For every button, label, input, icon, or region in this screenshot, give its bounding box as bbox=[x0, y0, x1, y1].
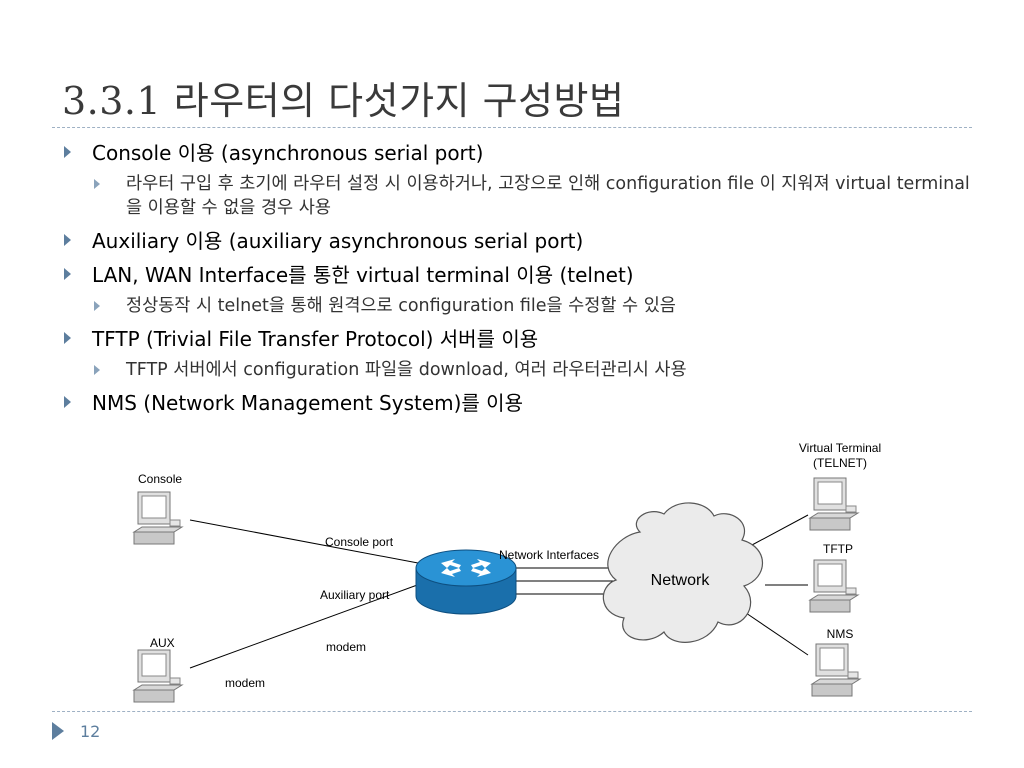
sub-bullet-text: TFTP 서버에서 configuration 파일을 download, 여러… bbox=[126, 360, 687, 380]
bullet-text: LAN, WAN Interface를 통한 virtual terminal … bbox=[92, 263, 634, 287]
bullet-item: NMS (Network Management System)를 이용 bbox=[58, 390, 978, 416]
console-label: Console bbox=[138, 472, 182, 486]
bullet-list: Console 이용 (asynchronous serial port) 라우… bbox=[58, 140, 978, 424]
vt-label-line2: (TELNET) bbox=[813, 456, 867, 470]
vt-label-line1: Virtual Terminal bbox=[799, 441, 881, 455]
auxiliary-port-label: Auxiliary port bbox=[320, 588, 390, 602]
connection-lines bbox=[189, 514, 809, 669]
page-arrow-icon bbox=[52, 722, 64, 740]
bullet-item: LAN, WAN Interface를 통한 virtual terminal … bbox=[58, 262, 978, 318]
network-cloud bbox=[602, 502, 764, 643]
slide-title: 3.3.1 라우터의 다섯가지 구성방법 bbox=[62, 79, 625, 123]
nms-link bbox=[745, 612, 809, 656]
console-cable bbox=[189, 519, 419, 564]
modem-label-upper: modem bbox=[326, 640, 366, 654]
page-number: 12 bbox=[80, 722, 101, 741]
bullet-arrow-icon bbox=[64, 268, 71, 280]
sub-bullet-item: 정상동작 시 telnet을 통해 원격으로 configuration fil… bbox=[92, 294, 978, 318]
bullet-text: TFTP (Trivial File Transfer Protocol) 서버… bbox=[92, 327, 539, 351]
title-divider bbox=[52, 127, 972, 128]
sub-bullet-arrow-icon bbox=[94, 301, 100, 311]
tftp-pc-icon bbox=[809, 559, 859, 613]
aux-label: AUX bbox=[150, 636, 175, 650]
network-interfaces-label: Network Interfaces bbox=[499, 548, 599, 562]
vt-pc-icon bbox=[809, 477, 859, 531]
aux-pc-icon bbox=[133, 649, 183, 703]
bullet-text: Auxiliary 이용 (auxiliary asynchronous ser… bbox=[92, 229, 584, 253]
nms-pc-icon bbox=[811, 643, 861, 697]
bullet-item: Console 이용 (asynchronous serial port) 라우… bbox=[58, 140, 978, 220]
nms-label: NMS bbox=[827, 627, 854, 641]
sub-bullet-item: TFTP 서버에서 configuration 파일을 download, 여러… bbox=[92, 358, 978, 382]
bullet-text: Console 이용 (asynchronous serial port) bbox=[92, 141, 484, 165]
sub-bullet-arrow-icon bbox=[94, 179, 100, 189]
bullet-arrow-icon bbox=[64, 234, 71, 246]
router-icon bbox=[415, 549, 517, 615]
vt-link bbox=[751, 514, 809, 546]
console-port-label: Console port bbox=[325, 535, 394, 549]
sub-bullet-item: 라우터 구입 후 초기에 라우터 설정 시 이용하거나, 고장으로 인해 con… bbox=[92, 172, 978, 220]
sub-bullet-list: 정상동작 시 telnet을 통해 원격으로 configuration fil… bbox=[92, 294, 978, 318]
bullet-item: Auxiliary 이용 (auxiliary asynchronous ser… bbox=[58, 228, 978, 254]
aux-cable bbox=[189, 583, 421, 669]
sub-bullet-text: 정상동작 시 telnet을 통해 원격으로 configuration fil… bbox=[126, 296, 676, 316]
bullet-text: NMS (Network Management System)를 이용 bbox=[92, 391, 523, 415]
bullet-arrow-icon bbox=[64, 396, 71, 408]
sub-bullet-list: 라우터 구입 후 초기에 라우터 설정 시 이용하거나, 고장으로 인해 con… bbox=[92, 172, 978, 220]
bullet-arrow-icon bbox=[64, 146, 71, 158]
sub-bullet-list: TFTP 서버에서 configuration 파일을 download, 여러… bbox=[92, 358, 978, 382]
footer-divider bbox=[52, 711, 972, 712]
tftp-label: TFTP bbox=[823, 542, 853, 556]
bullet-item: TFTP (Trivial File Transfer Protocol) 서버… bbox=[58, 326, 978, 382]
bullet-arrow-icon bbox=[64, 332, 71, 344]
modem-label-lower: modem bbox=[225, 676, 265, 690]
network-label: Network bbox=[651, 572, 711, 589]
console-pc-icon bbox=[133, 491, 183, 545]
sub-bullet-arrow-icon bbox=[94, 365, 100, 375]
sub-bullet-text: 라우터 구입 후 초기에 라우터 설정 시 이용하거나, 고장으로 인해 con… bbox=[126, 174, 970, 218]
